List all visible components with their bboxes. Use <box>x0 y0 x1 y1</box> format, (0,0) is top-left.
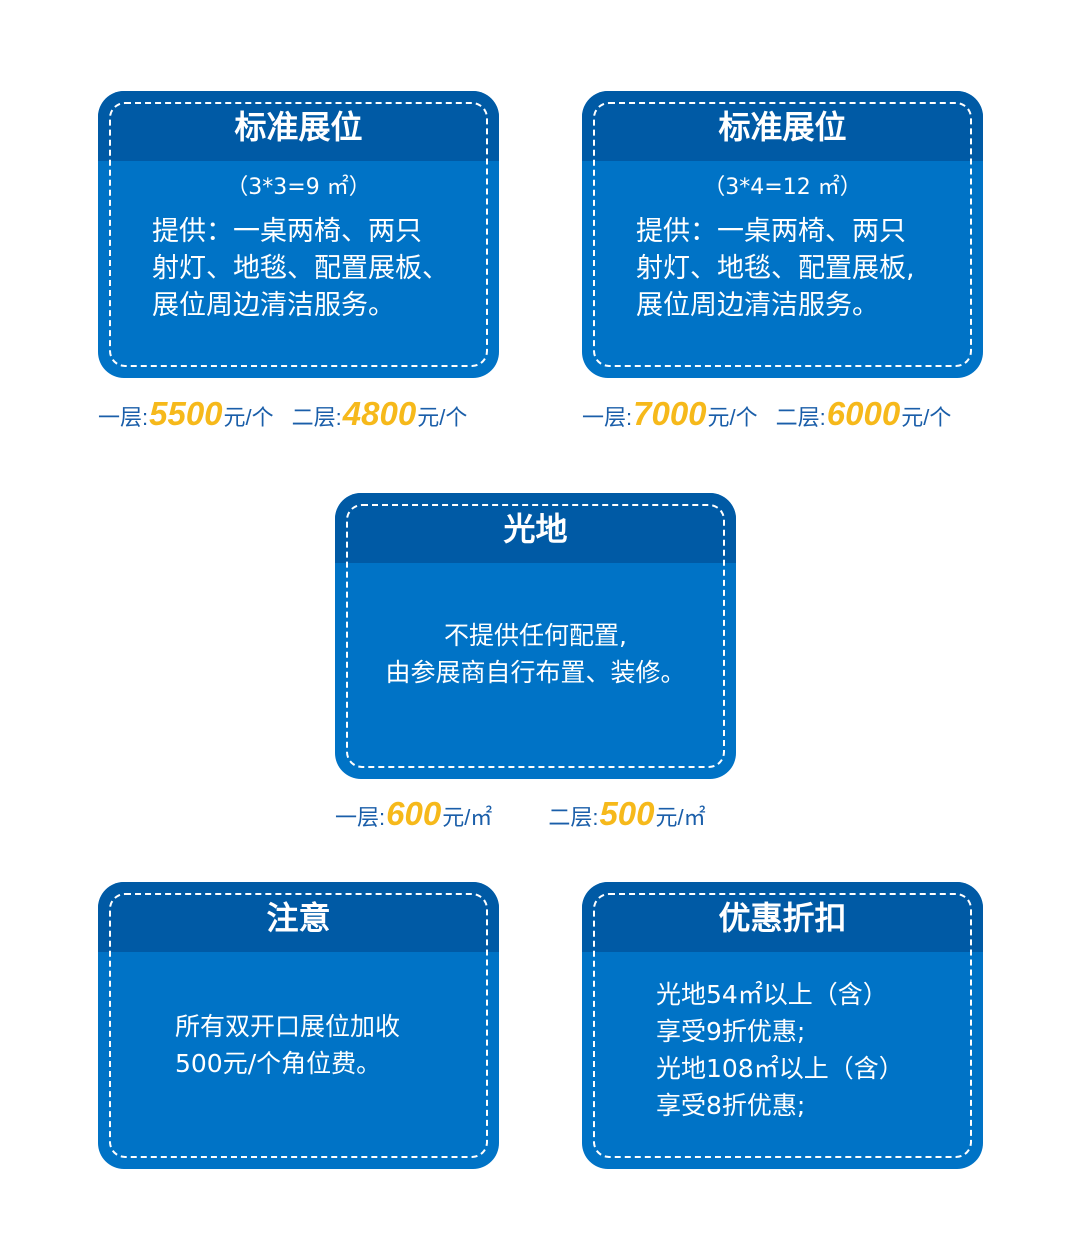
standard-booth-12-card: 标准展位 （3*4=12 ㎡） 提供：一桌两椅、两只 射灯、地毯、配置展板, 展… <box>582 91 983 378</box>
discount-card: 优惠折扣 光地54㎡以上（含） 享受9折优惠; 光地108㎡以上（含） 享受8折… <box>582 882 983 1169</box>
card-title: 注意 <box>266 899 331 937</box>
card-title: 优惠折扣 <box>718 899 847 937</box>
raw-space-card: 光地 不提供任何配置, 由参展商自行布置、装修。 <box>335 493 736 779</box>
card-title: 标准展位 <box>234 108 363 146</box>
card-title: 光地 <box>503 510 568 548</box>
floor1-label: 一层: <box>98 405 149 430</box>
floor1-price: 5500 <box>149 395 223 432</box>
notice-description: 所有双开口展位加收 500元/个角位费。 <box>175 1012 401 1078</box>
floor1-price: 600 <box>386 795 442 832</box>
standard-booth-12-price: 一层:7000元/个二层:6000元/个 <box>582 395 951 435</box>
floor2-price: 4800 <box>342 395 417 432</box>
floor2-price: 6000 <box>826 395 901 432</box>
standard-booth-9-card: 标准展位 （3*3=9 ㎡） 提供：一桌两椅、两只 射灯、地毯、配置展板、 展位… <box>98 91 499 378</box>
booth-size: （3*4=12 ㎡） <box>703 175 862 200</box>
booth-size: （3*3=9 ㎡） <box>226 175 371 200</box>
floor1-price: 7000 <box>633 395 707 432</box>
floor2-label: 二层: <box>775 405 826 430</box>
floor2-price: 500 <box>599 795 655 832</box>
floor1-label: 一层: <box>335 805 386 830</box>
dashed-border <box>593 102 972 367</box>
raw-space-description: 不提供任何配置, 由参展商自行布置、装修。 <box>385 621 686 687</box>
dashed-border <box>109 893 488 1158</box>
floor1-unit: 元/㎡ <box>442 805 493 830</box>
dashed-border <box>593 893 972 1158</box>
floor2-label: 二层: <box>548 805 599 830</box>
booth-description: 提供：一桌两椅、两只 射灯、地毯、配置展板, 展位周边清洁服务。 <box>636 216 915 321</box>
floor2-unit: 元/㎡ <box>655 805 706 830</box>
standard-booth-9-price: 一层:5500元/个二层:4800元/个 <box>98 395 467 435</box>
floor2-unit: 元/个 <box>901 405 952 430</box>
notice-card: 注意 所有双开口展位加收 500元/个角位费。 <box>98 882 499 1169</box>
floor2-label: 二层: <box>291 405 342 430</box>
dashed-border <box>109 102 488 367</box>
card-title: 标准展位 <box>718 108 847 146</box>
booth-description: 提供：一桌两椅、两只 射灯、地毯、配置展板、 展位周边清洁服务。 <box>152 216 449 321</box>
floor1-unit: 元/个 <box>707 405 758 430</box>
discount-description: 光地54㎡以上（含） 享受9折优惠; 光地108㎡以上（含） 享受8折优惠; <box>656 980 904 1120</box>
dashed-border <box>346 504 725 768</box>
floor2-unit: 元/个 <box>417 405 468 430</box>
floor1-unit: 元/个 <box>223 405 274 430</box>
floor1-label: 一层: <box>582 405 633 430</box>
